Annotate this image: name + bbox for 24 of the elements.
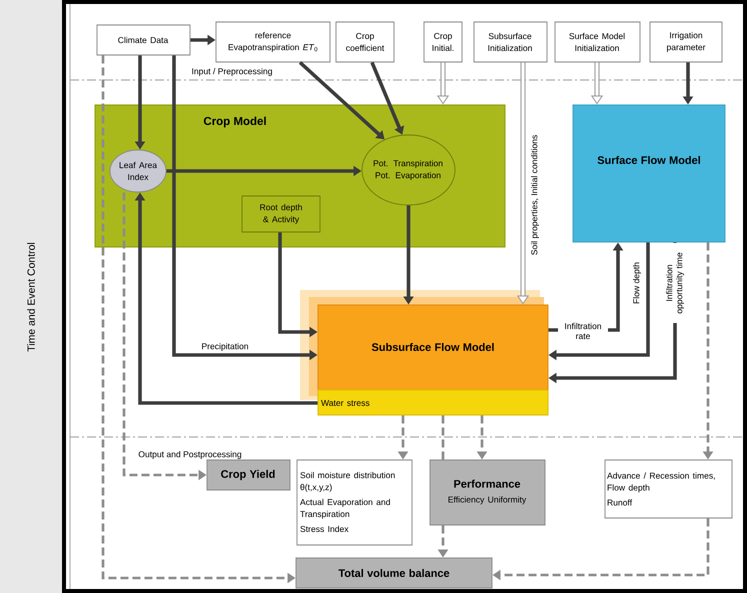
edge-label: Flow depth bbox=[633, 262, 641, 304]
input-box: reference Evapotranspiration ET$_{0}$ bbox=[216, 22, 330, 62]
input-box: Irrigation parameter bbox=[650, 22, 722, 62]
model-panel: Subsurface Flow Model bbox=[300, 290, 548, 400]
input-box: Crop Initial. bbox=[424, 22, 462, 62]
input-box: Subsurface Initialization bbox=[474, 22, 548, 62]
output-box: Advance / Recession times, Flow depth Runoff bbox=[604, 460, 732, 518]
input-box: Surface Model Initialization bbox=[554, 22, 640, 62]
edge-label: Soil properties, Initial conditions bbox=[531, 135, 539, 255]
output-box: Total volume balance bbox=[296, 558, 492, 588]
model-panel: Surface Flow Model bbox=[572, 104, 726, 242]
output-box: Performance Efficiency Uniformity bbox=[430, 460, 546, 526]
edge-label: Precipitation bbox=[202, 343, 248, 351]
output-box: Soil moisture distribution θ(t,x,y,z) Actual Evaporation and Transpiration Stress Index bbox=[296, 460, 412, 546]
section-label: Output and Postprocessing bbox=[138, 451, 242, 459]
edge-label: Infiltration opportunity time bbox=[665, 243, 685, 323]
section-label: Time and Event Control bbox=[27, 242, 35, 352]
process-box: Root depth & Activity bbox=[242, 196, 320, 232]
output-band: Water stress bbox=[318, 390, 548, 416]
section-label: Input / Preprocessing bbox=[192, 68, 272, 76]
edge-label: Infiltration rate bbox=[558, 322, 608, 340]
input-box: Crop coefficient bbox=[336, 22, 394, 62]
output-box: Crop Yield bbox=[206, 460, 290, 490]
input-box: Climate Data bbox=[96, 24, 190, 56]
